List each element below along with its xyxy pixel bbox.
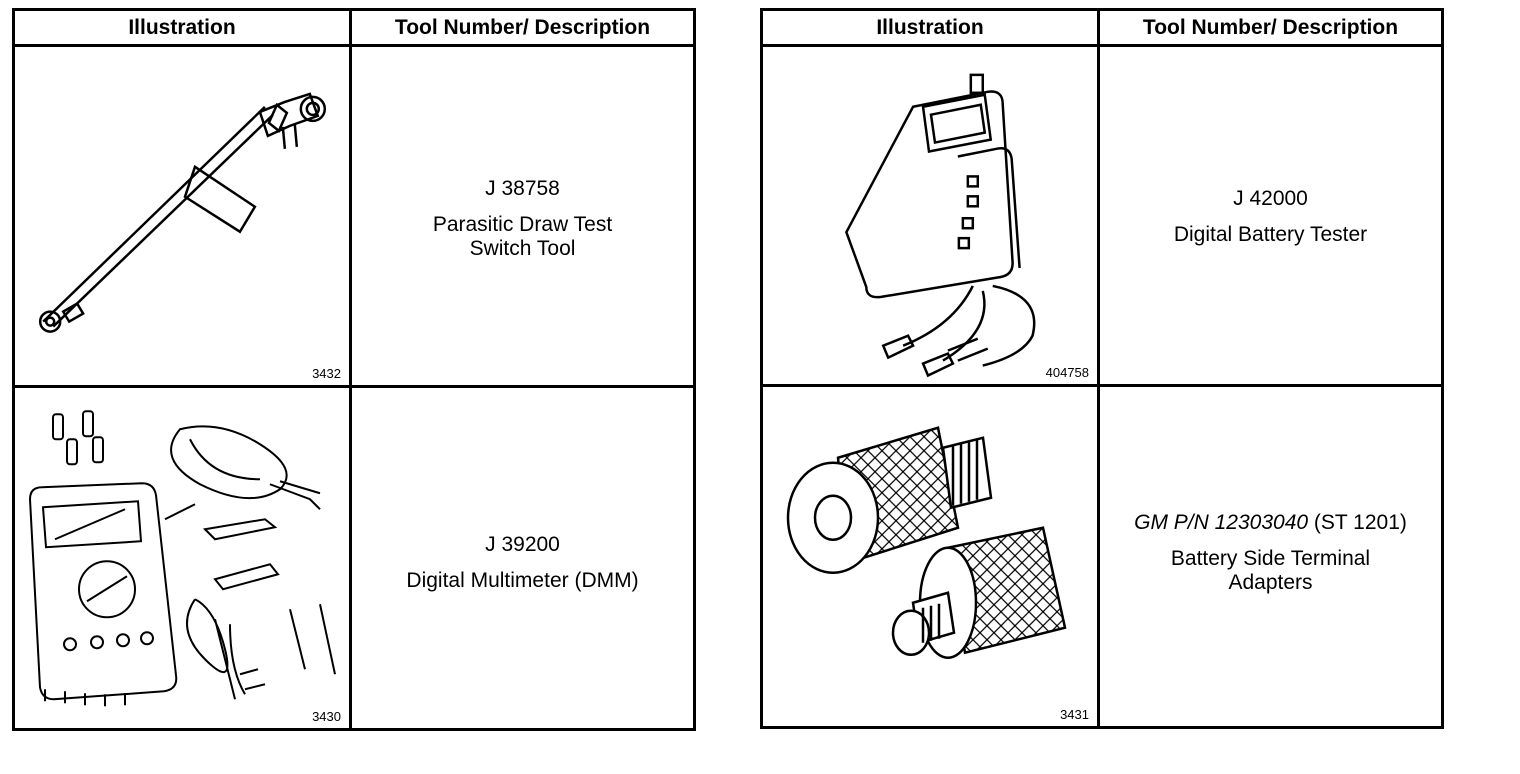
figure-number: 3432 bbox=[312, 365, 341, 381]
tool-description-line: Battery Side Terminal bbox=[1170, 546, 1371, 570]
header-illustration: Illustration bbox=[15, 11, 352, 47]
header-tool-description: Tool Number/ Description bbox=[1100, 11, 1441, 47]
tool-number: GM P/N 12303040 (ST 1201) bbox=[1100, 511, 1441, 535]
tool-description-cell: J 38758 Parasitic Draw Test Switch Tool bbox=[352, 47, 693, 388]
tools-table-left: Illustration Tool Number/ Description 34… bbox=[12, 8, 696, 731]
figure-number: 3431 bbox=[1060, 707, 1089, 722]
terminal-adapters-icon bbox=[786, 425, 1067, 659]
tool-description-cell: J 39200 Digital Multimeter (DMM) bbox=[352, 388, 693, 729]
illustration-cell: 404758 bbox=[763, 47, 1100, 387]
tool-number: J 42000 bbox=[1233, 187, 1308, 210]
illustration-cell: 3432 bbox=[15, 47, 352, 388]
tool-description-line: Digital Battery Tester bbox=[1173, 223, 1368, 246]
tool-description-line: Digital Multimeter (DMM) bbox=[406, 568, 639, 592]
tool-description-cell: GM P/N 12303040 (ST 1201) Battery Side T… bbox=[1100, 387, 1441, 727]
tool-description-line: Parasitic Draw Test bbox=[432, 213, 613, 236]
illustration-cell: 3431 bbox=[763, 386, 1100, 726]
parasitic-draw-switch-icon bbox=[38, 92, 327, 333]
digital-multimeter-icon bbox=[28, 409, 336, 706]
tool-number: J 39200 bbox=[485, 532, 560, 556]
battery-tester-icon bbox=[845, 73, 1036, 378]
tool-description-line: Adapters bbox=[1228, 570, 1313, 594]
figure-number: 3430 bbox=[312, 709, 341, 724]
tool-number: J 38758 bbox=[485, 177, 560, 200]
header-tool-description: Tool Number/ Description bbox=[352, 11, 693, 47]
tools-table-right: Illustration Tool Number/ Description bbox=[760, 8, 1444, 729]
gm-part-number: GM P/N 12303040 bbox=[1134, 510, 1309, 534]
header-illustration: Illustration bbox=[763, 11, 1100, 47]
tool-description-line: Switch Tool bbox=[469, 237, 576, 260]
figure-number: 404758 bbox=[1045, 364, 1089, 380]
illustration-cell: 3430 bbox=[15, 387, 352, 728]
st-number: (ST 1201) bbox=[1308, 510, 1407, 534]
tool-description-cell: J 42000 Digital Battery Tester bbox=[1100, 47, 1441, 387]
